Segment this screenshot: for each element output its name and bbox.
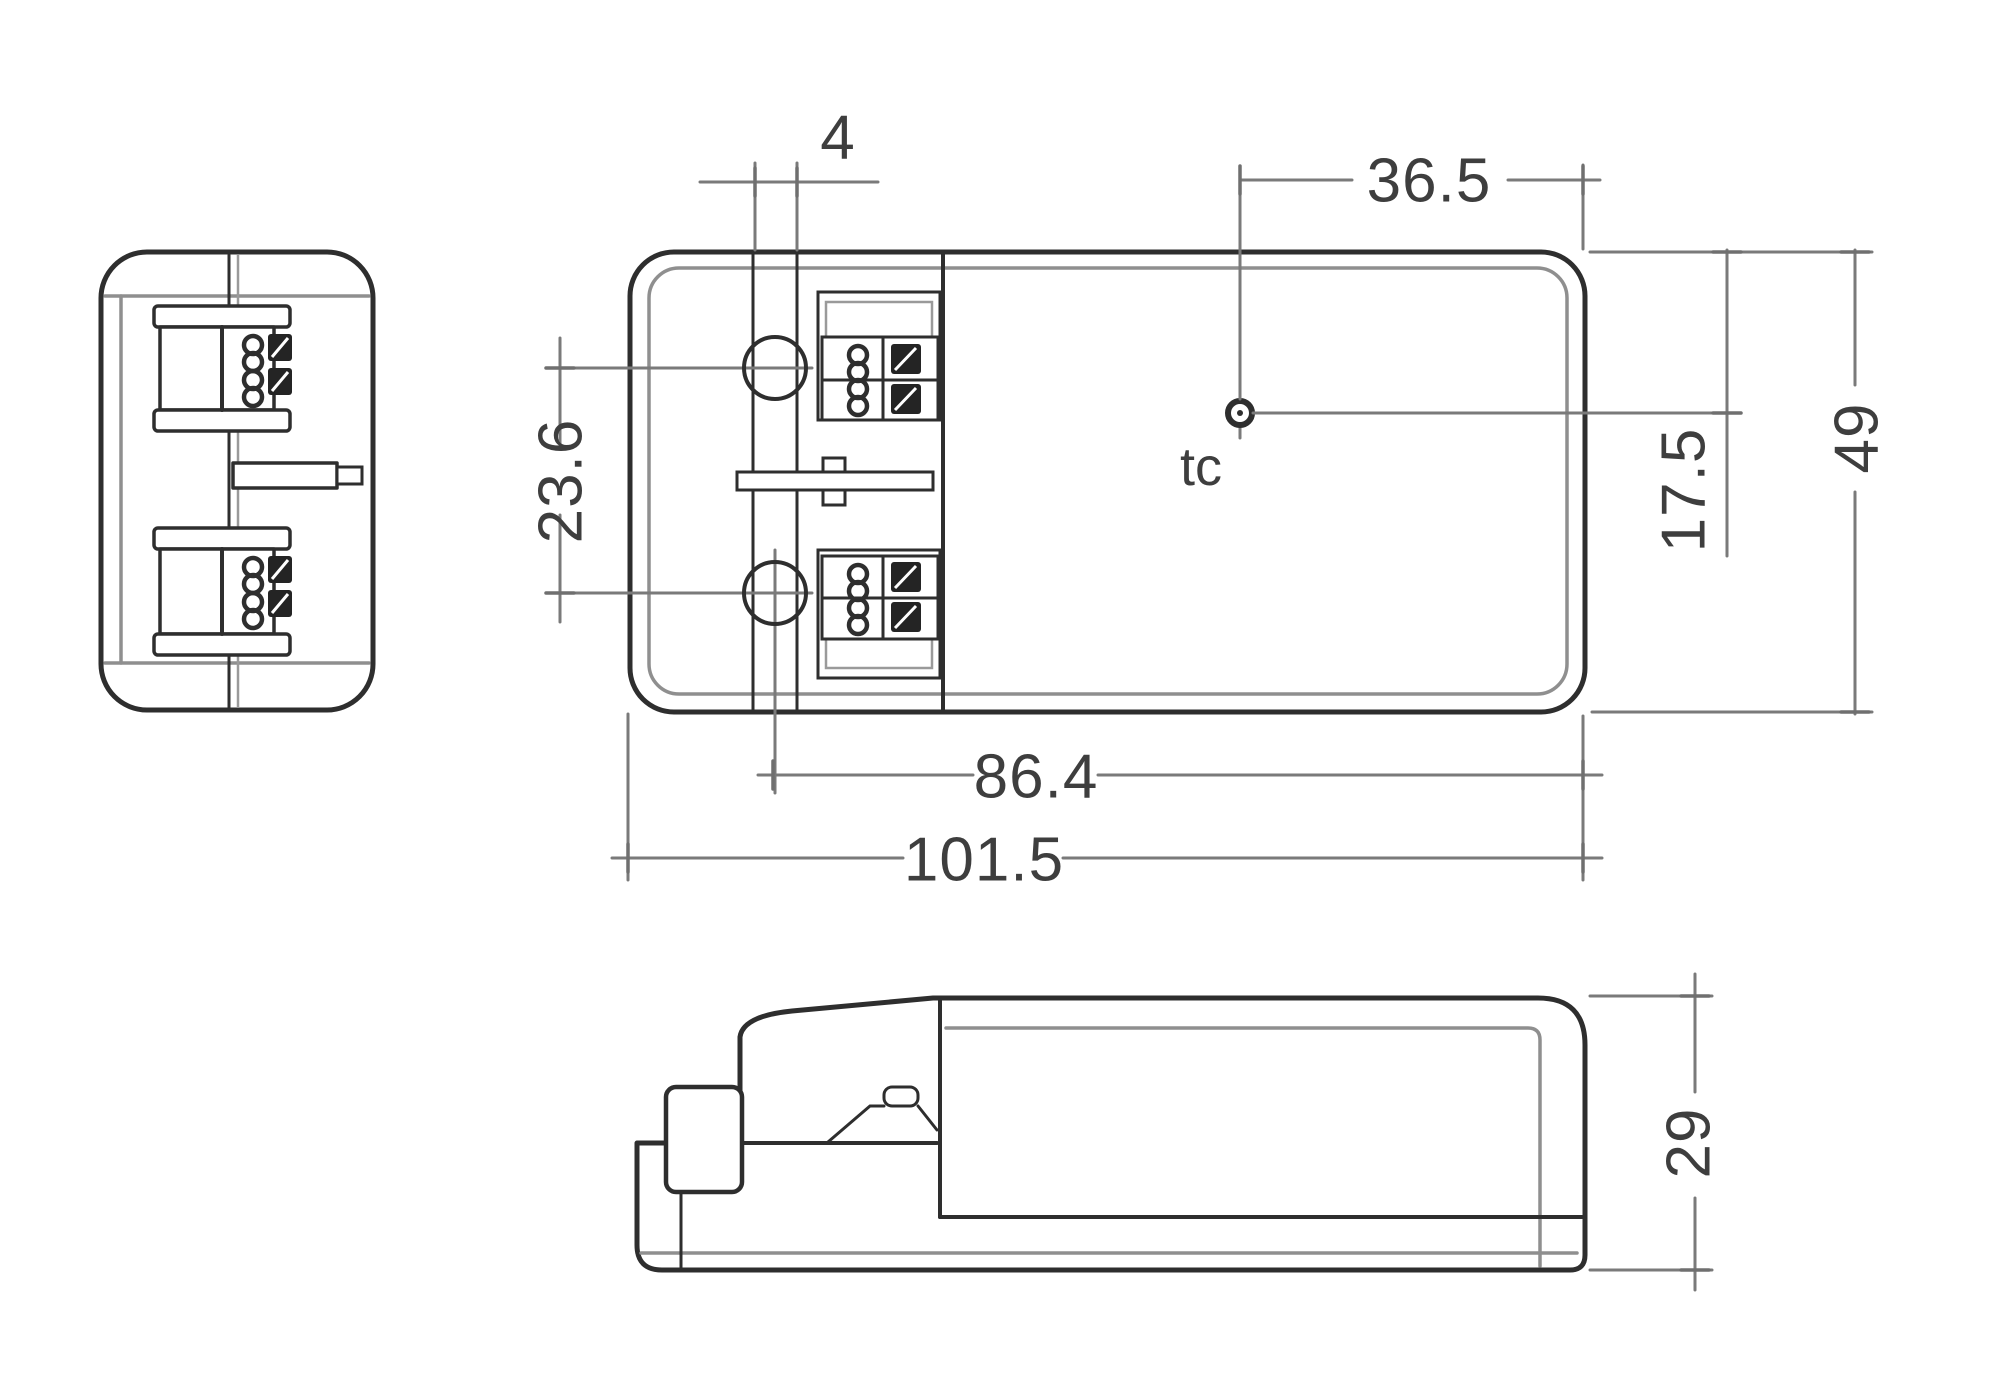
- wire-entry-diagonal: [893, 386, 918, 412]
- side-view-foot: [663, 1084, 745, 1195]
- dim-label-29: 29: [1655, 1108, 1724, 1179]
- top-view-tab-notch-lower: [821, 488, 847, 507]
- wire-entry-diagonal: [893, 346, 918, 372]
- mount-hole-bottom: [742, 560, 808, 626]
- dim-label-101-5: 101.5: [904, 826, 1064, 895]
- side-view: [634, 995, 1588, 1273]
- wire-entry-diagonal: [270, 337, 290, 358]
- dim-tc-from-top: 17.5: [1251, 248, 1874, 558]
- top-view-tab-notch-upper: [821, 456, 847, 474]
- dim-label-36-5: 36.5: [1367, 147, 1492, 216]
- dim-label-49: 49: [1823, 403, 1892, 474]
- side-view-outline: [634, 995, 1588, 1273]
- top-view: [546, 249, 1588, 795]
- socket-flange-top: [152, 526, 292, 551]
- wire-entry-diagonal: [893, 564, 918, 590]
- tc-marker-center: [1237, 410, 1243, 416]
- release-hole-icon: [241, 607, 265, 631]
- socket-flange-top: [152, 304, 292, 329]
- end-view-bottom-socket: [152, 526, 292, 657]
- top-view-middle-tab: [735, 470, 935, 492]
- release-hole-icon: [846, 613, 870, 637]
- dim-label-86-4: 86.4: [974, 743, 1099, 812]
- dim-label-23-6: 23.6: [527, 419, 596, 544]
- dim-overall-width: 49: [1590, 248, 1892, 716]
- mount-hole-top: [742, 335, 808, 401]
- dim-tc-from-right: 36.5: [1238, 147, 1602, 401]
- dim-overall-length: 101.5: [610, 712, 1604, 895]
- dim-label-4: 4: [820, 104, 855, 173]
- terminal-block-top: [816, 290, 942, 422]
- dim-overall-height: 29: [1588, 972, 1724, 1292]
- end-view: [98, 249, 376, 713]
- side-view-inner-top-edge: [944, 1026, 1542, 1268]
- clamp-lever-bump: [882, 1085, 920, 1108]
- terminal-block-bottom: [816, 548, 942, 680]
- clamp-lever-right: [916, 1104, 939, 1132]
- release-hole-icon: [846, 394, 870, 418]
- dim-label-17-5: 17.5: [1650, 428, 1719, 553]
- wire-entry-diagonal: [270, 371, 290, 392]
- dim-mount-length: 86.4: [756, 714, 1604, 882]
- socket-flange-bottom: [152, 632, 292, 657]
- wire-entry-diagonal: [270, 593, 290, 614]
- socket-flange-bottom: [152, 408, 292, 433]
- clamp-lever-left: [826, 1104, 886, 1144]
- wire-entry-diagonal: [270, 559, 290, 580]
- top-view-inner-edge: [647, 266, 1569, 696]
- dim-hole-pitch: 23.6: [527, 336, 596, 624]
- end-view-top-socket: [152, 304, 292, 433]
- end-view-middle-tab: [231, 461, 339, 490]
- release-hole-icon: [241, 385, 265, 409]
- dim-slot-width: 4: [698, 104, 880, 252]
- dimensions: 4 36.5 23.6 17.5: [527, 104, 1892, 1292]
- tc-label: tc: [1180, 437, 1222, 497]
- end-view-middle-tab-end: [335, 465, 364, 486]
- wire-entry-diagonal: [893, 604, 918, 630]
